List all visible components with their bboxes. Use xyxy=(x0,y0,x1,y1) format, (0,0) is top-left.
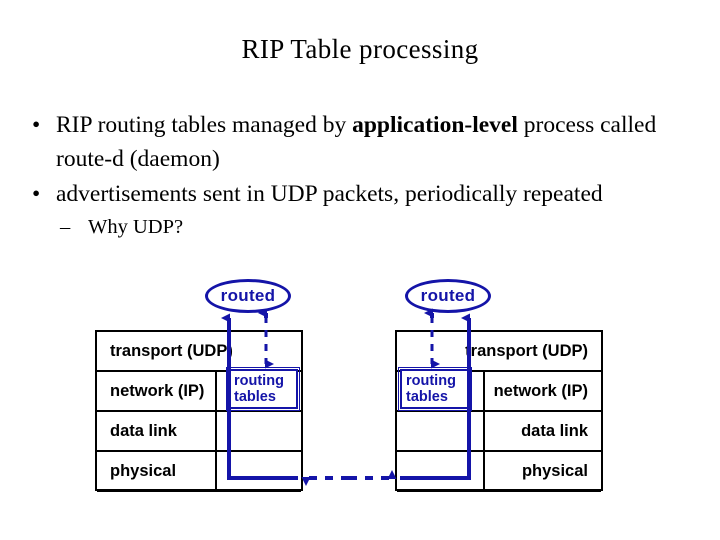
left-layer-physical: physical xyxy=(97,452,301,492)
sub-bullet-item: – Why UDP? xyxy=(22,212,708,242)
left-stack-divider xyxy=(215,370,217,489)
left-routing-tables-line1: routing xyxy=(234,373,284,389)
left-host-stack: transport (UDP) network (IP) data link p… xyxy=(95,330,303,492)
left-layer-transport: transport (UDP) xyxy=(97,332,301,372)
left-routing-tables-line2: tables xyxy=(234,389,276,405)
right-layer-physical: physical xyxy=(397,452,601,492)
bullet-text: RIP routing tables managed by applicatio… xyxy=(56,112,656,172)
right-routing-tables-line2: tables xyxy=(406,389,448,405)
right-routed-label: routed xyxy=(420,286,476,305)
sub-bullet-marker: – xyxy=(60,216,71,238)
bullet-text: advertisements sent in UDP packets, peri… xyxy=(56,181,603,207)
bullet-text-part: process called route-d (daemon) xyxy=(56,112,657,172)
slide-body: • RIP routing tables managed by applicat… xyxy=(22,108,708,242)
left-routing-tables-box[interactable]: routing tables xyxy=(226,367,300,411)
right-stack-divider xyxy=(483,370,485,489)
page-title: RIP Table processing xyxy=(241,34,479,64)
right-routing-tables-box[interactable]: routing tables xyxy=(398,367,472,411)
right-host-stack: transport (UDP) network (IP) data link p… xyxy=(395,330,603,492)
left-routed-process[interactable]: routed xyxy=(205,279,291,313)
bullet-marker: • xyxy=(32,112,41,138)
bullet-text-part-bold: application-level xyxy=(352,112,518,138)
bullet-item: • advertisements sent in UDP packets, pe… xyxy=(22,177,708,211)
bullet-item: • RIP routing tables managed by applicat… xyxy=(22,108,708,176)
left-layer-datalink: data link xyxy=(97,412,301,452)
bullet-marker: • xyxy=(32,181,41,207)
sub-bullet-text: Why UDP? xyxy=(88,216,184,238)
right-layer-network: network (IP) xyxy=(397,372,601,412)
right-routing-tables-line1: routing xyxy=(406,373,456,389)
bullet-text-part: RIP routing tables managed by xyxy=(56,112,353,138)
right-layer-transport: transport (UDP) xyxy=(397,332,601,372)
right-routed-process[interactable]: routed xyxy=(405,279,491,313)
right-layer-datalink: data link xyxy=(397,412,601,452)
left-routed-label: routed xyxy=(220,286,276,305)
left-layer-network: network (IP) xyxy=(97,372,301,412)
